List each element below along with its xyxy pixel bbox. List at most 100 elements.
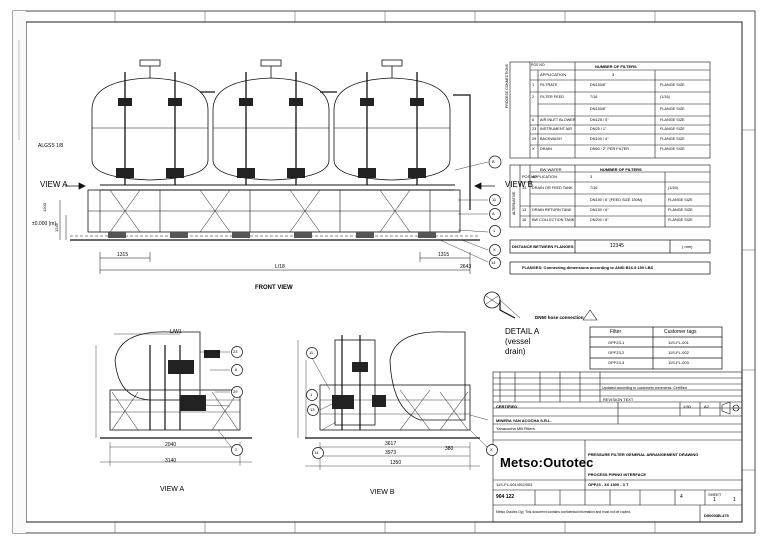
t1-col-app: APPLICATION — [540, 72, 567, 77]
callout-bubble — [486, 444, 498, 456]
dim-vb-w3: 380 — [445, 446, 454, 452]
revision-header: REVISION TEXT — [603, 397, 634, 402]
disclaimer: Metso Outotec Oyj. This document contain… — [496, 510, 631, 514]
drawing-title-1: PRESSURE FILTER GENERAL ARRANGEMENT DRAW… — [588, 452, 699, 457]
tag-row-filter: OPF23-3 — [608, 360, 625, 365]
distance-box-grid — [509, 239, 711, 275]
t2-header-value: NUMBER OF FILTERS — [600, 167, 642, 172]
table-cell-pos: 6 — [532, 118, 535, 122]
table-cell-pos: 16 — [522, 218, 527, 222]
tank-3 — [333, 59, 451, 181]
flange-note: FLANGES: Connecting dimensions according… — [522, 265, 654, 270]
table-cell-pos: X — [532, 147, 535, 151]
tank-2 — [212, 59, 330, 181]
callout-a-text: A — [492, 211, 495, 216]
table-cell-value: DN150 / 6" (FEED SIZE 150M) — [590, 198, 643, 202]
company-logo: Metso:Outotec — [500, 455, 594, 470]
rev-number: 4 — [680, 494, 683, 500]
projection-symbol — [721, 401, 740, 415]
table-cell-app: FILTER FEED — [540, 95, 564, 99]
distance-unit: ( mm) — [682, 244, 693, 249]
callout-bubble — [489, 208, 501, 220]
table-cell-note: FLANGE SIZE — [660, 83, 685, 87]
callout-6-text: 6 — [235, 367, 238, 372]
table-cell-value: DN50 / 2" PER FILTER — [590, 147, 630, 151]
callout-13-text: 13 — [310, 407, 315, 412]
table-cell-app: DRAIN RETURN TANK — [532, 208, 572, 212]
model-label: OPF23 - 3X 1300 - 3 T — [588, 482, 629, 487]
callout-x-text: X — [493, 247, 496, 252]
title-block-grid — [492, 371, 743, 523]
callout-11b-text: 11 — [309, 350, 314, 355]
callout-bubble — [231, 364, 243, 376]
table-cell-app: FILTRATE — [540, 83, 558, 87]
view-b-title: VIEW B — [370, 489, 395, 496]
table-cell-note: FLANGE SIZE — [668, 198, 693, 202]
callout-bubble — [489, 225, 501, 237]
table-cell-note: FLANGE SIZE — [668, 208, 693, 212]
view-a-title: VIEW A — [160, 486, 185, 493]
dim-right-end: 2643 — [460, 264, 472, 270]
tag-row-customer: 11S-FL-001 — [668, 340, 689, 345]
view-a-drawing — [95, 331, 252, 466]
table-cell-pos: 14 — [522, 186, 527, 190]
table-cell-app: BACKWASH — [540, 137, 562, 141]
table-cell-app: INSTRUMENT AIR — [540, 127, 572, 131]
tag-header-customer: Customer tags — [664, 329, 697, 335]
callout-14-text: 14 — [491, 260, 496, 265]
elevation-label: ±0.000 (m) — [32, 221, 57, 227]
dim-vb-w1: 3973 — [385, 450, 397, 456]
dim-va-width: 3140 — [165, 458, 177, 464]
callout-bubble — [488, 155, 502, 169]
table-cell-value: DN125 / 5" — [590, 118, 609, 122]
table-cell-app: DRAIN OR FEED TANK — [532, 186, 573, 190]
table-cell-app: DRAIN — [540, 147, 552, 151]
detail-a-sub2: drain) — [505, 347, 526, 356]
callout-1-text: 1 — [493, 228, 496, 233]
callout-b-text: B — [492, 159, 495, 164]
table-cell-value: DN100 / 4" — [590, 137, 609, 141]
distance-value: 12345 — [610, 243, 624, 249]
tag-table-grid — [589, 326, 723, 370]
dim-va-base: 2040 — [165, 442, 177, 448]
table-cell-pos: 2 — [532, 95, 535, 99]
table-cell-app: APPLICATION — [532, 175, 557, 179]
callout-bubble — [312, 447, 324, 459]
tag-row-customer: 11S-FL-003 — [668, 360, 689, 365]
detail-a-drawing — [483, 291, 598, 321]
nozzle-table-2-grid — [509, 164, 711, 228]
table-cell-note: FLANGE SIZE — [668, 218, 693, 222]
tag-row-customer: 11S-FL-002 — [668, 350, 689, 355]
dim-height-1: 1200 — [41, 203, 47, 212]
dim-left-pitch: 1315 — [117, 252, 129, 258]
front-view-title: FRONT VIEW — [255, 285, 293, 291]
callout-bubble — [306, 347, 318, 359]
table-cell-pos: 1 — [532, 83, 535, 87]
callout-11-text: 11 — [492, 197, 497, 202]
dim-va-top: L/W1 — [170, 329, 182, 335]
view-a-arrow-label: VIEW A — [40, 180, 68, 189]
table-cell-value: DN150/6" — [590, 83, 607, 87]
callout-bubble — [489, 194, 501, 206]
table-cell-note: FLANGE SIZE — [660, 137, 685, 141]
t1-col-pos: POS NO — [531, 63, 545, 67]
callout-bubble — [306, 389, 318, 401]
dim-right-pitch: 1315 — [438, 252, 450, 258]
table-cell-note: FLANGE SIZE — [660, 107, 685, 111]
tag-row-filter: OPF23-1 — [608, 340, 625, 345]
detail-a-title: DETAIL A — [505, 327, 540, 336]
footer-code: D00003B.475 — [704, 513, 729, 518]
callout-bubble — [489, 244, 501, 256]
t2-header-main: BW WATER — [540, 167, 562, 172]
scale-label: 1:50 — [683, 404, 691, 409]
callout-xb-text: X — [490, 447, 493, 452]
table-cell-value: DN150 / 6" — [590, 208, 609, 212]
detail-a-sub1: (vessel — [505, 337, 531, 346]
tag-row-filter: OPF23-2 — [608, 350, 625, 355]
table-cell-value: DN150/6" — [590, 107, 607, 111]
table-cell-note: (1/16) — [668, 186, 678, 190]
table-cell-app: BW COLLECTION TANK — [532, 218, 575, 222]
front-view-drawing — [59, 59, 495, 274]
